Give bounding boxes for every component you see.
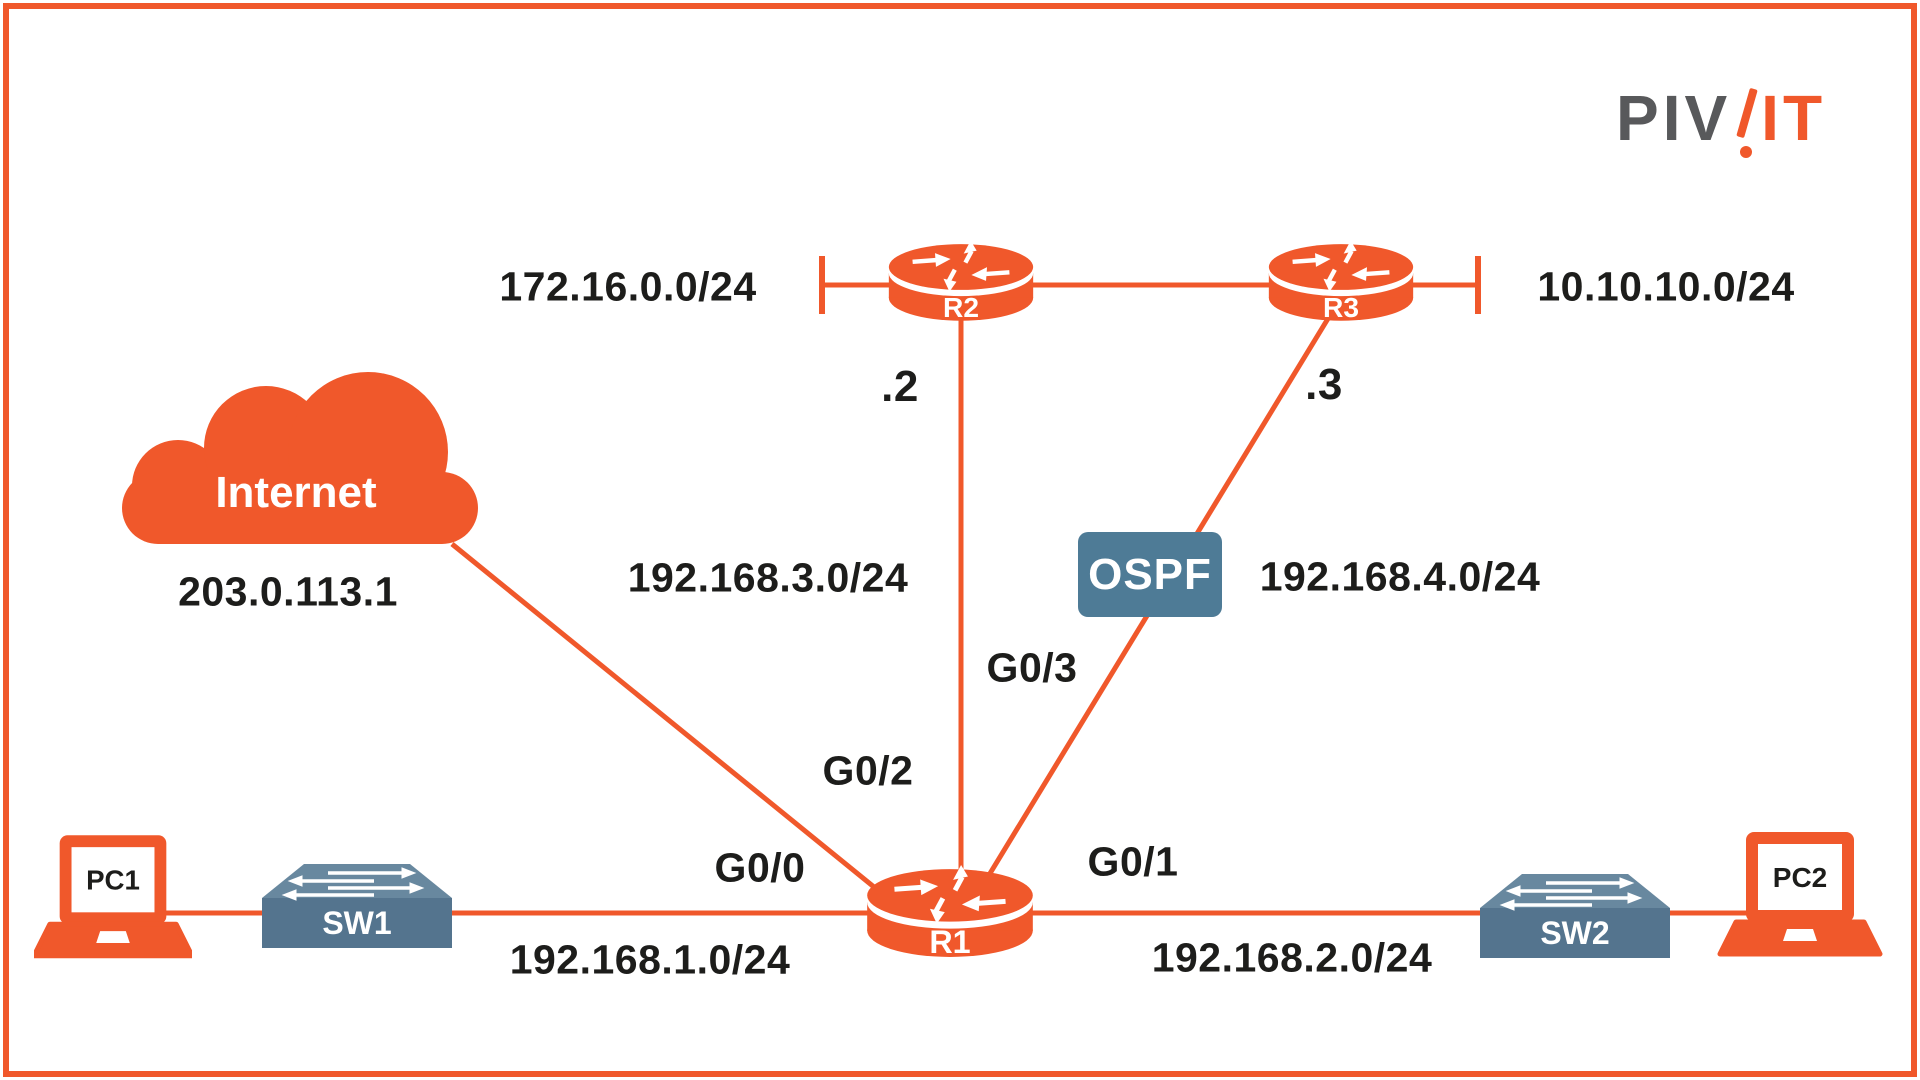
ip-label-r2: .2	[881, 362, 919, 411]
switch-label: SW2	[1540, 915, 1609, 951]
logo-exclamation-icon	[1731, 86, 1761, 166]
node-pc2: PC2	[1716, 830, 1884, 967]
router-label: R3	[1323, 292, 1359, 323]
network-label-10-10-10-0: 10.10.10.0/24	[1537, 263, 1795, 310]
node-r1: R1	[864, 862, 1036, 968]
link-internet-r1	[450, 542, 892, 902]
network-label-192-168-4-0: 192.168.4.0/24	[1259, 553, 1541, 600]
interface-label-g0-0: G0/0	[714, 844, 806, 891]
node-pc1: PC1	[31, 833, 195, 969]
node-r2: R2	[886, 238, 1036, 331]
logo-text-gray: PIV	[1616, 82, 1732, 154]
logo-exclamation-dot	[1740, 146, 1753, 158]
laptop-icon: PC2	[1717, 832, 1883, 957]
router-icon: R1	[867, 865, 1033, 960]
network-label-172-16-0-0: 172.16.0.0/24	[499, 263, 757, 310]
logo-exclamation-slash	[1736, 87, 1758, 139]
node-internet: Internet	[120, 366, 480, 551]
laptop-icon: PC1	[31, 835, 195, 959]
cloud-icon: Internet	[122, 372, 478, 544]
interface-label-g0-3: G0/3	[986, 644, 1078, 691]
router-icon: R2	[888, 240, 1034, 323]
router-icon: R3	[1268, 240, 1414, 323]
network-label-192-168-2-0: 192.168.2.0/24	[1151, 934, 1433, 981]
network-label-192-168-3-0: 192.168.3.0/24	[627, 554, 909, 601]
router-label: R1	[929, 924, 970, 960]
node-sw1: SW1	[262, 860, 452, 957]
ospf-badge-label: OSPF	[1088, 549, 1212, 599]
ip-label-r3: .3	[1305, 360, 1343, 409]
pc-label: PC2	[1773, 862, 1827, 893]
pc-label: PC1	[86, 865, 140, 896]
node-sw2: SW2	[1480, 870, 1670, 967]
ospf-badge: OSPF	[1078, 532, 1222, 617]
ip-label-internet: 203.0.113.1	[178, 568, 398, 615]
router-label: R2	[943, 292, 979, 323]
interface-label-g0-1: G0/1	[1087, 838, 1179, 885]
switch-icon: SW2	[1480, 874, 1670, 958]
switch-icon: SW1	[262, 864, 452, 948]
node-r3: R3	[1266, 238, 1416, 331]
interface-label-g0-2: G0/2	[822, 747, 914, 794]
logo-text-orange: IT	[1761, 82, 1827, 154]
switch-label: SW1	[322, 905, 391, 941]
internet-label: Internet	[215, 468, 377, 517]
network-label-192-168-1-0: 192.168.1.0/24	[509, 936, 791, 983]
